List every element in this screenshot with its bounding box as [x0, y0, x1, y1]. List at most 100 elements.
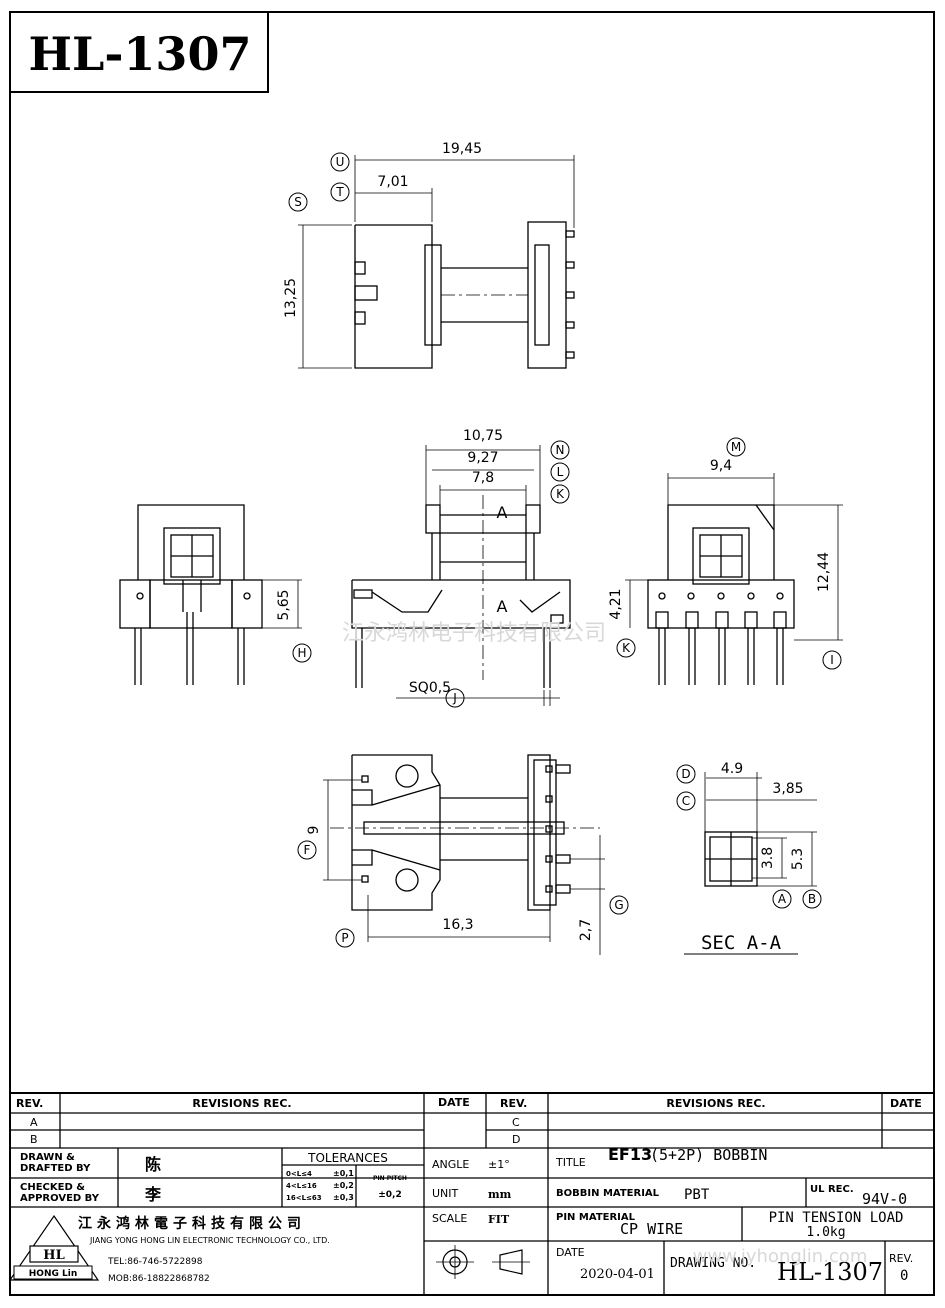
tb-pin-tension-val: 1.0kg: [806, 1225, 845, 1240]
tb-rev-b: B: [30, 1133, 38, 1146]
svg-text:U: U: [336, 155, 345, 169]
tb-rev-c: C: [512, 1116, 520, 1129]
tb-pin-pitch-label: PIN PITCH: [373, 1175, 407, 1182]
tb-scale-label: SCALE: [432, 1212, 467, 1225]
svg-text:K: K: [556, 487, 565, 501]
dim-top-offset: 7,01: [377, 174, 408, 190]
front-view-labels: 10,75 9,27 7,8 A A SQ0,5: [409, 428, 508, 696]
bottom-view: [323, 754, 605, 955]
tb-tol-val-2: ±0,2: [333, 1181, 354, 1190]
watermark-cn: 江永鸿林电子科技有限公司: [342, 621, 606, 646]
tb-tol-range-2: 4<L≤16: [286, 1182, 317, 1190]
callout-bubbles: U T S N L K M H J K I F G P D C A B: [288, 152, 842, 948]
section-a-a: [684, 772, 817, 955]
tb-drawing-no-val: HL-1307: [777, 1258, 883, 1286]
bottom-view-labels: 9 16,3 2,7: [306, 826, 594, 942]
svg-text:C: C: [682, 794, 690, 808]
svg-text:S: S: [294, 195, 302, 209]
tb-pin-mat-val: CP WIRE: [620, 1220, 683, 1238]
tb-ul-label: UL REC.: [810, 1184, 854, 1195]
callout-u: U: [330, 152, 350, 172]
dim-right-height: 12,44: [816, 552, 832, 592]
tb-ul-val: 94V-0: [862, 1190, 907, 1208]
tb-revisions-header-right: REVISIONS REC.: [666, 1097, 765, 1110]
tb-title-main: EF13: [608, 1145, 652, 1164]
callout-f: F: [297, 840, 317, 860]
dim-bottom-length: 16,3: [442, 917, 473, 933]
right-view-labels: 9,4 12,44 4,21: [608, 458, 832, 620]
tb-rev-d: D: [512, 1133, 520, 1146]
dim-bottom-pin-pitch: 2,7: [578, 919, 594, 941]
callout-g: G: [609, 895, 629, 915]
tb-title-rest: (5+2P) BOBBIN: [650, 1146, 767, 1164]
company-logo: HL HONG Lin: [8, 1214, 100, 1281]
callout-n: N: [550, 440, 570, 460]
dim-top-length: 19,45: [442, 141, 482, 157]
svg-text:L: L: [557, 465, 564, 479]
logo-letters: HL: [43, 1248, 64, 1263]
front-view: [351, 445, 571, 706]
section-label-upper: A: [497, 503, 508, 522]
svg-text:M: M: [731, 440, 741, 454]
tb-bobbin-mat-val: PBT: [684, 1187, 710, 1203]
tb-pin-pitch-val: ±0,2: [378, 1190, 401, 1200]
tb-drawn-label: DRAWN &DRAFTED BY: [20, 1152, 91, 1174]
section-title: SEC A-A: [701, 932, 782, 954]
tb-rev-label: REV.: [889, 1252, 913, 1265]
tb-bobbin-mat-label: BOBBIN MATERIAL: [556, 1188, 660, 1199]
tb-title-label: TITLE: [555, 1156, 586, 1169]
dim-sec-w2: 3,85: [772, 781, 803, 797]
tb-tol-val-3: ±0,3: [333, 1193, 354, 1202]
dim-front-width3: 7,8: [472, 470, 494, 486]
tb-tol-range-1: 0<L≤4: [286, 1170, 312, 1178]
callout-p: P: [335, 928, 355, 948]
tb-mob: MOB:86-18822868782: [108, 1274, 210, 1284]
callout-i: I: [822, 650, 842, 670]
svg-text:B: B: [808, 892, 816, 906]
svg-text:F: F: [304, 843, 311, 857]
dim-left-height: 5,65: [276, 589, 292, 620]
right-view: [625, 473, 843, 685]
callout-l: L: [550, 462, 570, 482]
tb-pin-mat-label: PIN MATERIAL: [556, 1212, 636, 1223]
svg-text:P: P: [341, 931, 348, 945]
tb-date-header-left: DATE: [438, 1096, 470, 1109]
tb-rev-a: A: [30, 1116, 38, 1129]
tb-date-label: DATE: [556, 1246, 585, 1259]
tb-scale-val: FIT: [488, 1213, 510, 1226]
dim-bottom-pitch: 9: [306, 826, 322, 835]
tb-company-cn: 江永鸿林電子科技有限公司: [78, 1215, 306, 1232]
tb-tolerances-title: TOLERANCES: [307, 1151, 388, 1165]
svg-text:I: I: [830, 653, 834, 667]
watermark-url: www.jyhonglin.com: [693, 1246, 868, 1267]
tb-rev-header-right: REV.: [500, 1097, 527, 1110]
svg-text:D: D: [681, 767, 690, 781]
svg-text:A: A: [778, 892, 787, 906]
dim-front-width2: 9,27: [467, 450, 498, 466]
dim-pin-sq: SQ0,5: [409, 680, 451, 696]
callout-t: T: [330, 182, 350, 202]
svg-text:K: K: [622, 641, 631, 655]
tb-angle-label: ANGLE: [432, 1158, 469, 1171]
tb-unit-val: mm: [488, 1188, 512, 1201]
dim-right-width: 9,4: [710, 458, 732, 474]
left-view: [119, 504, 302, 685]
title-block-text: REV. REVISIONS REC. DATE REV. REVISIONS …: [16, 1096, 922, 1286]
callout-k-right: K: [616, 638, 636, 658]
dim-sec-h2: 5.3: [790, 848, 806, 870]
callout-m: M: [726, 437, 746, 457]
callout-j: J: [445, 688, 465, 708]
tb-rev-header-left: REV.: [16, 1097, 43, 1110]
tb-unit-label: UNIT: [432, 1187, 459, 1200]
dim-front-width1: 10,75: [463, 428, 503, 444]
part-number-header: HL-1307: [10, 12, 269, 93]
tb-revisions-header-left: REVISIONS REC.: [192, 1097, 291, 1110]
svg-text:G: G: [614, 898, 623, 912]
projection-symbol-icon: [436, 1245, 530, 1279]
title-block: [9, 1092, 935, 1296]
tb-tel: TEL:86-746-5722898: [107, 1257, 203, 1267]
tb-tol-range-3: 16<L≤63: [286, 1194, 322, 1202]
top-view: [298, 155, 575, 369]
dim-top-height: 13,25: [283, 278, 299, 318]
tb-drawn-name: 陈: [145, 1155, 161, 1174]
